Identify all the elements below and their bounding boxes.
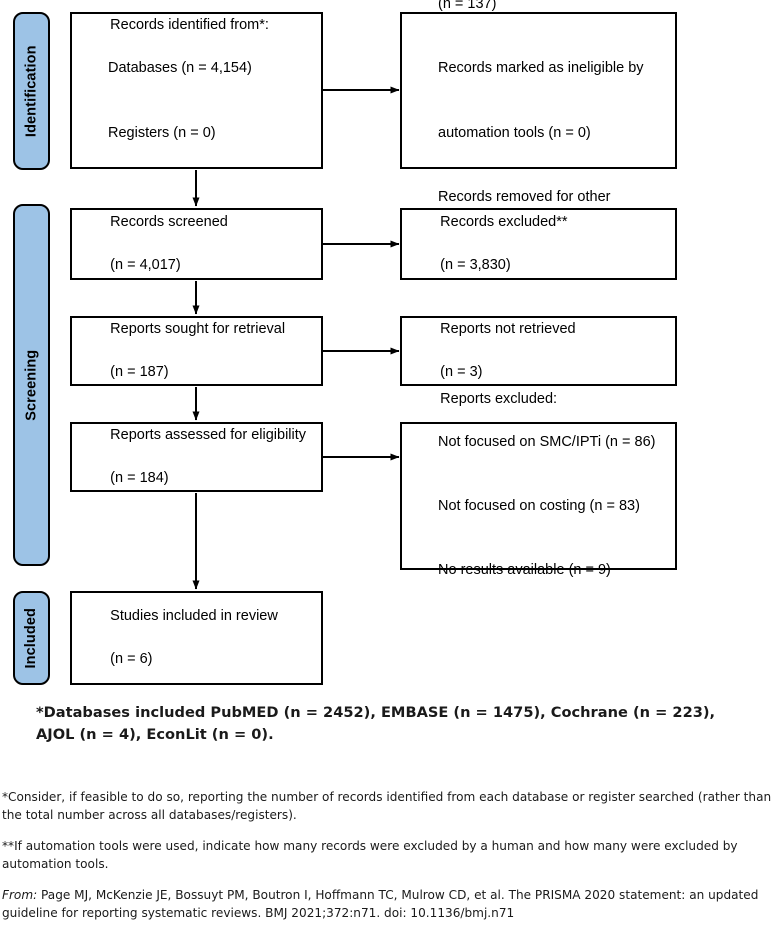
footnote-citation: From: Page MJ, McKenzie JE, Bossuyt PM, … — [2, 886, 776, 923]
box-records-identified: Records identified from*: Databases (n =… — [70, 12, 323, 169]
box-records-excluded-text: Records excluded** (n = 3,830) — [402, 190, 568, 297]
footnote-small-block: *Consider, if feasible to do so, reporti… — [2, 788, 776, 922]
box-records-removed-line-2: Records marked as ineligible by — [438, 60, 644, 77]
box-records-removed-line-4: Records removed for other — [438, 189, 611, 206]
box-reports-assessed-count: (n = 184) — [110, 469, 169, 486]
box-records-removed-text: Records removed before screening: Duplic… — [402, 0, 671, 316]
box-reports-not-retrieved-count: (n = 3) — [440, 363, 483, 380]
box-records-screened-text: Records screened (n = 4,017) — [72, 190, 228, 297]
stage-bar-screening: Screening — [13, 204, 50, 566]
box-records-screened-count: (n = 4,017) — [110, 256, 181, 273]
box-reports-not-retrieved-text: Reports not retrieved (n = 3) — [402, 297, 576, 404]
box-records-excluded-heading: Records excluded** — [440, 213, 568, 230]
footnote-citation-text: Page MJ, McKenzie JE, Bossuyt PM, Boutro… — [2, 887, 759, 920]
box-reports-assessed: Reports assessed for eligibility (n = 18… — [70, 422, 323, 492]
box-reports-assessed-text: Reports assessed for eligibility (n = 18… — [72, 403, 306, 510]
footnote-databases-included: *Databases included PubMED (n = 2452), E… — [36, 704, 716, 744]
box-records-screened: Records screened (n = 4,017) — [70, 208, 323, 280]
box-records-identified-heading: Records identified from*: — [110, 17, 269, 34]
box-records-identified-text: Records identified from*: Databases (n =… — [72, 0, 269, 187]
box-records-screened-heading: Records screened — [110, 213, 228, 230]
box-studies-included-heading: Studies included in review — [110, 607, 278, 624]
box-records-excluded-count: (n = 3,830) — [440, 256, 511, 273]
box-records-excluded: Records excluded** (n = 3,830) — [400, 208, 677, 280]
box-reports-not-retrieved-heading: Reports not retrieved — [440, 320, 576, 337]
box-reports-sought-count: (n = 187) — [110, 363, 169, 380]
box-studies-included-count: (n = 6) — [110, 650, 153, 667]
box-reports-sought: Reports sought for retrieval (n = 187) — [70, 316, 323, 386]
box-reports-excluded-line-0: Not focused on SMC/IPTi (n = 86) — [438, 433, 656, 450]
box-records-identified-line-1: Registers (n = 0) — [108, 124, 216, 141]
footnote-single-star: *Consider, if feasible to do so, reporti… — [2, 790, 772, 823]
box-records-identified-line-0: Databases (n = 4,154) — [108, 60, 252, 77]
footnote-double-star: **If automation tools were used, indicat… — [2, 838, 738, 872]
box-studies-included-text: Studies included in review (n = 6) — [72, 584, 278, 691]
box-records-removed-line-3: automation tools (n = 0) — [438, 124, 591, 141]
box-reports-sought-text: Reports sought for retrieval (n = 187) — [72, 297, 285, 404]
box-records-removed: Records removed before screening: Duplic… — [400, 0, 677, 269]
box-reports-excluded-line-2: No results available (n = 9) — [438, 562, 611, 579]
box-studies-included: Studies included in review (n = 6) — [70, 591, 323, 685]
stage-label-screening: Screening — [23, 349, 40, 421]
stage-bar-identification: Identification — [13, 12, 50, 170]
footnote-citation-label: From: — [2, 887, 38, 902]
prisma-flow-diagram: Identification Screening Included Record… — [13, 0, 677, 685]
stage-label-identification: Identification — [23, 45, 40, 137]
box-reports-assessed-heading: Reports assessed for eligibility — [110, 426, 307, 443]
box-records-removed-line-1: (n = 137) — [438, 0, 497, 12]
stage-label-included: Included — [23, 607, 40, 669]
box-reports-excluded: Reports excluded: Not focused on SMC/IPT… — [400, 391, 677, 578]
box-reports-excluded-text: Reports excluded: Not focused on SMC/IPT… — [402, 367, 655, 624]
box-reports-sought-heading: Reports sought for retrieval — [110, 320, 286, 337]
box-reports-excluded-heading: Reports excluded: — [440, 390, 558, 407]
stage-bar-included: Included — [13, 591, 50, 685]
box-reports-not-retrieved: Reports not retrieved (n = 3) — [400, 316, 677, 386]
box-reports-excluded-line-1: Not focused on costing (n = 83) — [438, 498, 640, 514]
